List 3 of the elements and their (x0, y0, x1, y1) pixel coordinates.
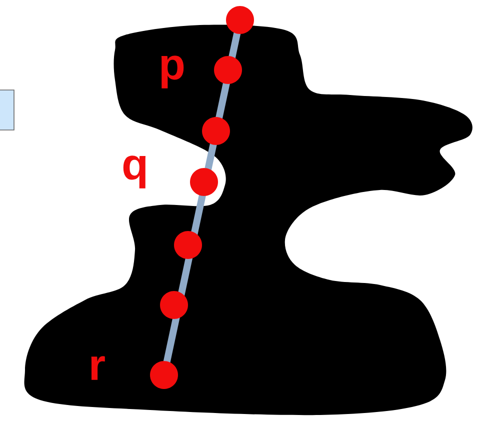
point-label: p (161, 56, 184, 88)
point-label: r (91, 356, 105, 380)
point-label: q (123, 156, 146, 188)
